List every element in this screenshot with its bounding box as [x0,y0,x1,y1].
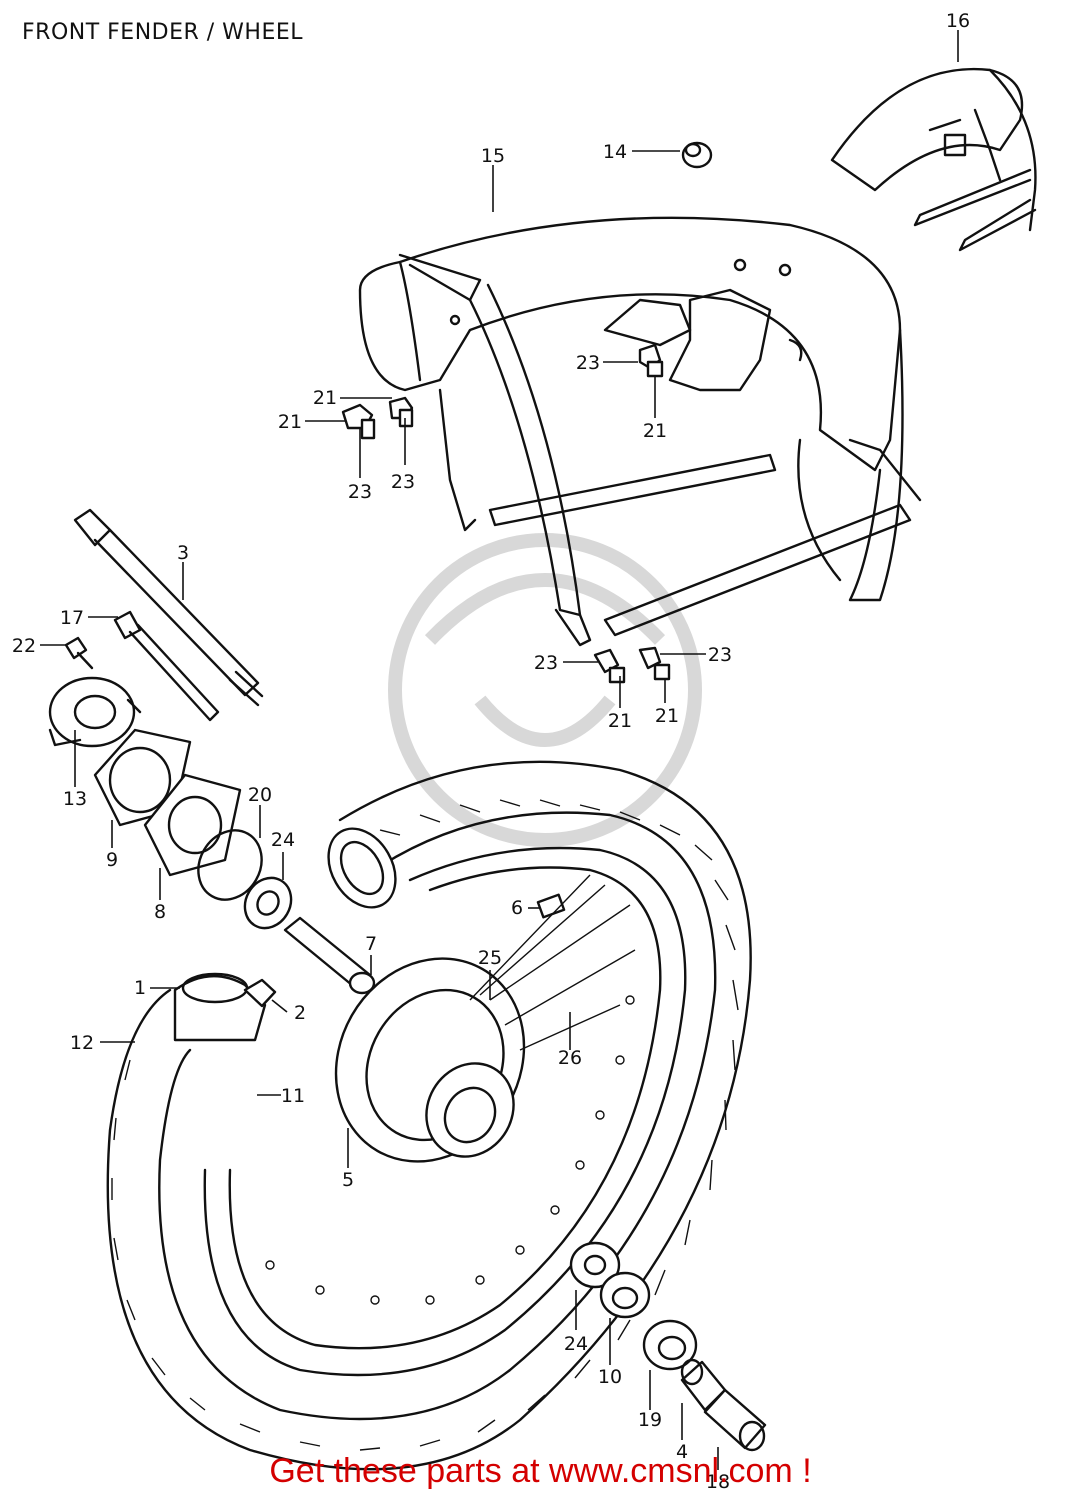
leader-lines [40,30,959,1470]
callout-25: 25 [478,947,502,969]
callout-21: 21 [313,387,337,409]
part-17-bolt [113,610,220,722]
part-14-grommet [681,141,713,169]
callout-21: 21 [655,705,679,727]
watermark-logo [388,533,702,847]
diagram-title: FRONT FENDER / WHEEL [22,20,304,45]
callout-9: 9 [106,849,118,871]
callout-13: 13 [63,788,87,810]
callout-23: 23 [391,471,415,493]
callout-6: 6 [511,897,523,919]
callout-23: 23 [348,481,372,503]
footer-promo-link[interactable]: Get these parts at www.cmsnl.com ! [269,1452,812,1490]
callout-15: 15 [481,145,505,167]
part-8-seal-plate [143,773,242,877]
part-24-bearing [243,876,293,930]
callout-23: 23 [708,644,732,666]
part-13-speedo-gearbox [48,676,142,748]
callout-12: 12 [70,1032,94,1054]
callout-26: 26 [558,1047,582,1069]
part-10-seal [599,1271,651,1319]
fender-bolts [341,343,671,684]
part-24-right-bearing [569,1241,621,1289]
part-15-front-fender [358,216,922,647]
callout-10: 10 [598,1366,622,1388]
callout-7: 7 [365,933,377,955]
callout-23: 23 [534,652,558,674]
callout-16: 16 [946,10,970,32]
tyre-rim-hub [106,760,752,1471]
callout-22: 22 [12,635,36,657]
callout-14: 14 [603,141,627,163]
callout-2: 2 [294,1002,306,1024]
callout-1: 1 [134,977,146,999]
callout-8: 8 [154,901,166,923]
callout-21: 21 [608,710,632,732]
part-20-o-ring [197,829,263,901]
part-16-small-fender [830,67,1037,252]
callout-19: 19 [638,1409,662,1431]
part-18-axle-nut [703,1388,767,1452]
callout-20: 20 [248,784,272,806]
callout-18: 18 [706,1471,730,1493]
callout-labels: 16 14 15 23 21 21 21 23 23 3 17 22 23 23… [12,10,970,1493]
callout-5: 5 [342,1169,354,1191]
callout-24: 24 [271,829,295,851]
part-7-spacer [283,916,376,995]
callout-24: 24 [564,1333,588,1355]
rim-holes [265,995,635,1305]
part-19-dust-seal [642,1319,698,1371]
callout-21: 21 [278,411,302,433]
callout-17: 17 [60,607,84,629]
callout-4: 4 [676,1441,688,1463]
callout-21: 21 [643,420,667,442]
callout-3: 3 [177,542,189,564]
callout-23: 23 [576,352,600,374]
part-22-screw [64,636,94,670]
callout-11: 11 [281,1085,305,1107]
part-3-axle [73,508,264,707]
